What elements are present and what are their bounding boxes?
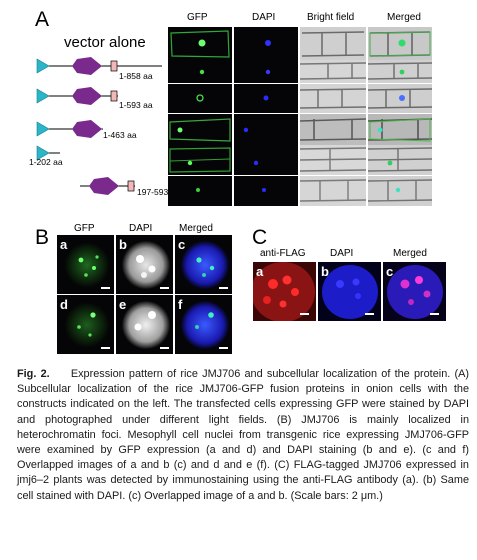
micrograph-b-b: b [116,235,173,294]
scale-bar [219,287,228,289]
construct-197-593 [80,177,135,195]
panel-b-header-gfp: GFP [74,223,95,234]
micrograph-b-f: f [175,295,232,354]
micrograph-a-gfp-5 [168,145,232,175]
scale-bar [101,287,110,289]
micrograph-a-bf-2 [300,60,366,83]
box-domain-icon [110,90,118,102]
subpanel-letter: e [119,297,127,312]
micrograph-a-merged-5 [368,145,432,175]
micrograph-a-dapi-6 [234,176,298,206]
panel-a-header-gfp: GFP [187,12,208,23]
construct-1-463 [36,120,103,138]
construct-label-5: 197-593 aa [137,187,181,197]
micrograph-a-gfp-1 [168,27,232,60]
micrograph-a-gfp-3 [168,84,232,113]
micrograph-a-dapi-5 [234,145,298,175]
panel-a-header-brightfield: Bright field [307,12,355,23]
subpanel-letter: a [256,264,264,279]
subpanel-letter: d [60,297,68,312]
panel-a-header-merged: Merged [387,12,421,23]
panel-c-header-merged: Merged [393,248,427,259]
triangle-domain-icon [36,121,50,137]
micrograph-a-gfp-2 [168,60,232,83]
box-domain-icon [110,60,118,72]
hexagon-domain-icon [72,120,102,138]
micrograph-a-dapi-2 [234,60,298,83]
subpanel-letter: b [119,237,127,252]
figure-label: Fig. 2. [17,368,50,380]
subpanel-letter: c [178,237,186,252]
panel-b-header-dapi: DAPI [129,223,153,234]
scale-bar [160,287,169,289]
triangle-domain-icon [36,88,50,104]
micrograph-c-c: c [383,262,446,321]
micrograph-a-bf-3 [300,84,366,113]
panel-b-header-merged: Merged [179,223,213,234]
panel-c-header-dapi: DAPI [330,248,354,259]
micrograph-b-e: e [116,295,173,354]
construct-1-858 [36,57,162,75]
box-domain-icon [127,180,135,192]
subpanel-letter: a [60,237,68,252]
figure-caption: Fig. 2. Expression pattern of rice JMJ70… [17,367,469,504]
subpanel-letter: c [386,264,394,279]
construct-1-593 [36,87,118,105]
micrograph-a-bf-4 [300,114,366,145]
micrograph-a-dapi-4 [234,114,298,145]
subpanel-letter: b [321,264,329,279]
micrograph-a-merged-2 [368,60,432,83]
micrograph-a-gfp-4 [168,114,232,145]
hexagon-domain-icon [72,57,102,75]
vector-alone-label: vector alone [64,34,146,51]
hexagon-domain-icon [72,87,102,105]
micrograph-a-bf-6 [300,176,366,206]
micrograph-b-d: d [57,295,114,354]
panel-a-header-dapi: DAPI [252,12,276,23]
figure-caption-text: Expression pattern of rice JMJ706 and su… [17,368,470,502]
construct-label-4: 1-202 aa [29,157,63,167]
micrograph-a-bf-5 [300,145,366,175]
micrograph-a-bf-1 [300,27,366,60]
panel-c-header-antiflag: anti-FLAG [260,248,306,259]
subpanel-letter: f [178,297,183,312]
micrograph-a-merged-4 [368,114,432,145]
scale-bar [300,313,309,315]
construct-diagrams [36,57,162,195]
construct-label-2: 1-593 aa [119,100,153,110]
scale-bar [365,313,374,315]
micrograph-a-merged-6 [368,176,432,206]
panel-c-letter: C [252,226,268,249]
micrograph-a-merged-1 [368,27,432,60]
triangle-domain-icon [36,145,50,161]
micrograph-a-dapi-1 [234,27,298,60]
construct-1-202 [36,145,60,161]
triangle-domain-icon [36,58,50,74]
scale-bar [101,347,110,349]
scale-bar [219,347,228,349]
construct-label-1: 1-858 aa [119,71,153,81]
scale-bar [160,347,169,349]
micrograph-a-dapi-3 [234,84,298,113]
panel-b-letter: B [35,226,50,249]
hexagon-domain-icon [89,177,119,195]
micrograph-c-b: b [318,262,381,321]
micrograph-b-a: a [57,235,114,294]
micrograph-a-merged-3 [368,84,432,113]
micrograph-c-a: a [253,262,316,321]
scale-bar [430,313,439,315]
micrograph-a-gfp-6 [168,176,232,206]
micrograph-b-c: c [175,235,232,294]
construct-label-3: 1-463 aa [103,130,137,140]
panel-a-letter: A [35,8,50,31]
